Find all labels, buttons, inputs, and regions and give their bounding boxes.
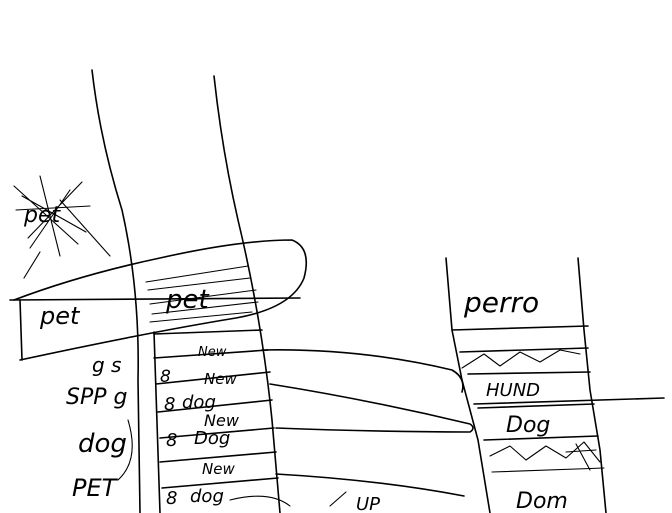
left-row-num: 8 xyxy=(166,430,177,451)
side-word-pet: pet xyxy=(39,302,81,330)
scribbled-out-word: pet xyxy=(13,175,111,279)
left-row-num: 8 xyxy=(166,488,177,509)
left-row-num: 8 xyxy=(164,394,175,415)
left-table: pet New 8 New 8 dog New 8 Dog New 8 dog xyxy=(145,265,279,513)
bottom-text: UP xyxy=(356,494,380,513)
left-row-label: Dog xyxy=(194,428,230,449)
right-table: perro HUND Dog Dom xyxy=(445,257,607,513)
left-row-label: New xyxy=(204,411,240,430)
left-column-outline xyxy=(91,69,281,513)
side-line-1: g s xyxy=(92,353,121,377)
right-row: Dog xyxy=(506,413,550,438)
left-row-label: dog xyxy=(190,486,224,507)
right-row: Dom xyxy=(516,489,568,513)
connector-lines: UP xyxy=(229,349,665,513)
right-table-header: perro xyxy=(463,286,539,319)
side-line-2: SPP g xyxy=(66,385,127,410)
left-scribble-text: pet g s SPP g dog PET xyxy=(39,302,133,502)
left-row-num: 8 xyxy=(160,367,171,387)
left-table-header: pet xyxy=(165,285,210,315)
left-row-label: New xyxy=(202,460,235,478)
right-row: HUND xyxy=(486,380,540,401)
side-line-3: dog xyxy=(78,429,127,459)
left-row-label: dog xyxy=(182,392,216,413)
left-row-label: New xyxy=(204,370,237,388)
highlight-oval xyxy=(9,239,308,361)
left-row-label: New xyxy=(198,345,227,360)
side-line-4: PET xyxy=(72,474,119,502)
